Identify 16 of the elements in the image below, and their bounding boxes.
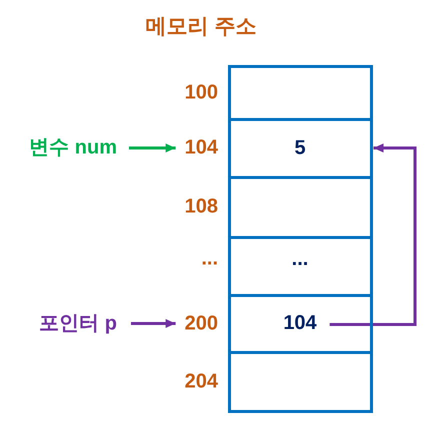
value-text: 104 [283, 312, 317, 335]
pointer-label: 포인터 p [39, 312, 117, 335]
address-label: 100 [184, 81, 218, 104]
arrow [131, 319, 176, 328]
address-label: 204 [184, 370, 218, 393]
heading: 메모리 주소 [146, 14, 256, 40]
pointer-arrow [330, 144, 416, 326]
address-label: 200 [184, 312, 218, 335]
variable-label: 변수 num [29, 136, 117, 160]
address-label: 104 [184, 136, 218, 160]
value-text: 5 [294, 136, 306, 160]
address-label: ... [201, 248, 218, 270]
address-label: 108 [184, 196, 218, 218]
arrow [129, 144, 176, 152]
memory-cell [228, 64, 372, 120]
value-text: ... [292, 248, 308, 270]
